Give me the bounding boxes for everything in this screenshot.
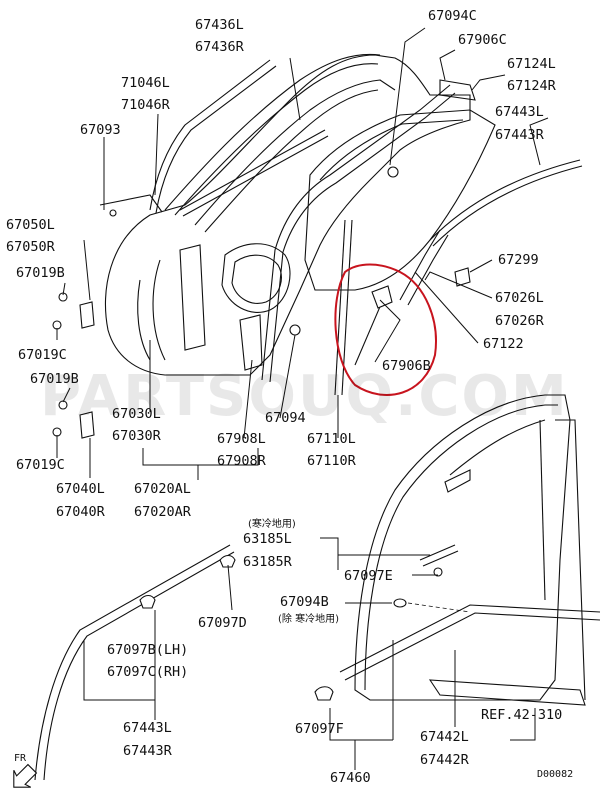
label-67906B[interactable]: 67906B [382,358,431,374]
label-71046L[interactable]: 71046L [121,75,170,91]
label-67026R[interactable]: 67026R [495,313,545,329]
label-67094C[interactable]: 67094C [428,8,477,24]
label-fr: FR [14,753,27,764]
label-67030R[interactable]: 67030R [112,428,162,444]
label-67020AL[interactable]: 67020AL [134,481,191,497]
front-arrow-icon [13,763,38,788]
label-67026L[interactable]: 67026L [495,290,544,306]
note-cold-climate: (寒冷地用) [248,517,296,530]
label-67019B-2[interactable]: 67019B [30,371,79,387]
label-67097F[interactable]: 67097F [295,721,344,737]
label-67030L[interactable]: 67030L [112,406,161,422]
label-67093[interactable]: 67093 [80,122,121,138]
label-67436R[interactable]: 67436R [195,39,245,55]
label-67299[interactable]: 67299 [498,252,539,268]
diagram-code: D00082 [537,769,573,780]
label-67094B[interactable]: 67094B [280,594,329,610]
label-67097D[interactable]: 67097D [198,615,247,631]
label-67124L[interactable]: 67124L [507,56,556,72]
note-except-cold-climate: (除 寒冷地用) [278,612,339,625]
label-67110R[interactable]: 67110R [307,453,357,469]
label-67040R[interactable]: 67040R [56,504,106,520]
label-67443R-bottom[interactable]: 67443R [123,743,173,759]
label-67442R[interactable]: 67442R [420,752,470,768]
label-67097E[interactable]: 67097E [344,568,393,584]
label-67019C-2[interactable]: 67019C [16,457,65,473]
label-67050L[interactable]: 67050L [6,217,55,233]
label-67124R[interactable]: 67124R [507,78,557,94]
label-67460[interactable]: 67460 [330,770,371,786]
label-67443R-top[interactable]: 67443R [495,127,545,143]
label-63185R[interactable]: 63185R [243,554,293,570]
label-67436L[interactable]: 67436L [195,17,244,33]
label-67040L[interactable]: 67040L [56,481,105,497]
label-67050R[interactable]: 67050R [6,239,56,255]
label-71046R[interactable]: 71046R [121,97,171,113]
label-67019B-1[interactable]: 67019B [16,265,65,281]
lower-left-molding-drawing [34,544,236,781]
label-67097B-LH[interactable]: 67097B(LH) [107,642,188,658]
part-labels: 67436L 67436R 67094C 67906C 67124L 67124… [6,8,573,786]
label-67110L[interactable]: 67110L [307,431,356,447]
label-67443L-top[interactable]: 67443L [495,104,544,120]
label-63185L[interactable]: 63185L [243,531,292,547]
label-67908L[interactable]: 67908L [217,431,266,447]
label-67122[interactable]: 67122 [483,336,524,352]
label-67443L-bottom[interactable]: 67443L [123,720,172,736]
label-ref-42-310[interactable]: REF.42-310 [481,707,562,723]
watermark: PARTSOUQ.COM [40,364,569,429]
label-67908R[interactable]: 67908R [217,453,267,469]
highlight-circle [334,263,437,396]
opening-weatherstrip-drawing [314,394,601,706]
label-67097C-RH[interactable]: 67097C(RH) [107,664,188,680]
label-67020AR[interactable]: 67020AR [134,504,192,520]
leader-lines [56,27,549,770]
label-67094[interactable]: 67094 [265,410,306,426]
label-67906C[interactable]: 67906C [458,32,507,48]
label-67442L[interactable]: 67442L [420,729,469,745]
label-67019C-1[interactable]: 67019C [18,347,67,363]
door-assembly-drawing [52,53,583,439]
